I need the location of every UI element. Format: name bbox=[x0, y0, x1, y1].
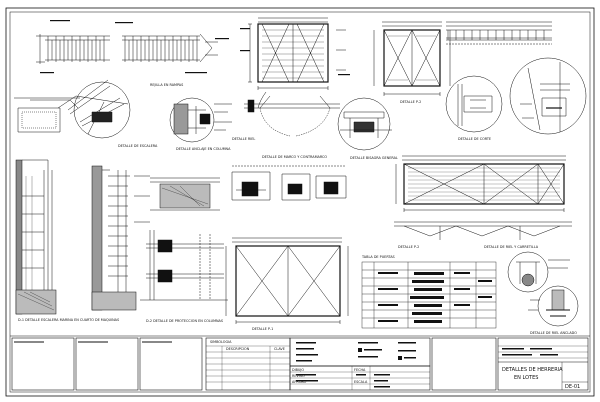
label-door-p1: DETALLE P-1 bbox=[252, 327, 273, 331]
sheet-title-line1: DETALLES DE HERRERIA bbox=[502, 367, 563, 373]
label-rail-cart: DETALLE DE RIEL Y CARRETILLA bbox=[484, 245, 539, 249]
label-door-table: TABLA DE PUERTAS bbox=[361, 255, 395, 259]
plan-rail-detail bbox=[446, 21, 552, 45]
sliding-door-elevation bbox=[248, 17, 346, 90]
railing-elevation bbox=[36, 20, 229, 74]
rail-truss bbox=[394, 221, 572, 240]
label-door-p2: DETALLE P-2 bbox=[400, 100, 421, 104]
tb-aprobo: APROBO bbox=[292, 380, 307, 384]
legend-title: SIMBOLOGIA bbox=[210, 340, 232, 344]
tb-reviso: REVISO bbox=[292, 374, 305, 378]
ladder-detail bbox=[15, 159, 57, 315]
inner-border bbox=[9, 11, 591, 393]
label-p2-small: DETALLE P-2 bbox=[398, 245, 419, 249]
label-rail-detail: DETALLE RIEL bbox=[232, 137, 255, 141]
frame-section-detail bbox=[150, 165, 347, 211]
legend-col-desc: DESCRIPCION bbox=[226, 347, 250, 351]
rail-cart-detail bbox=[507, 251, 579, 327]
title-block bbox=[10, 335, 590, 391]
door-schedule-table bbox=[361, 261, 497, 329]
door-p2-elevation bbox=[373, 21, 451, 96]
label-stair-detail: DETALLE DE ESCALERA bbox=[118, 144, 158, 148]
legend-col-key: CLAVE bbox=[274, 347, 285, 351]
tb-fecha: FECHA bbox=[354, 368, 366, 372]
label-frame-detail: DETALLE DE MARCO Y CONTRAMARCO bbox=[262, 155, 327, 159]
cut-detail bbox=[445, 57, 587, 135]
swing-door-plan bbox=[244, 91, 340, 137]
label-ladder: D-1 DETALLE ESCALERA MARINA EN CUARTO DE… bbox=[18, 318, 119, 322]
label-hinge-detail: DETALLE BISAGRA GENERAL bbox=[350, 156, 398, 160]
label-cut-detail: DETALLE DE CORTE bbox=[458, 137, 491, 141]
label-rail-anchor: DETALLE DE RIEL ANCLADO bbox=[530, 331, 577, 335]
sheet-title-line2: EN LOTES bbox=[514, 375, 538, 381]
tb-escala: ESCALA bbox=[354, 380, 368, 384]
hinge-detail bbox=[337, 97, 392, 151]
column-anchor-detail bbox=[169, 97, 232, 143]
label-protection: D-2 DETALLE DE PROTECCION EN COLUMNAS bbox=[146, 319, 223, 323]
column-protection bbox=[140, 230, 228, 301]
outer-border bbox=[5, 7, 595, 397]
stair-detail bbox=[14, 79, 131, 139]
door-p1-elevation bbox=[225, 237, 349, 324]
sheet-number: DE-01 bbox=[565, 384, 580, 390]
gate-elevation bbox=[395, 155, 566, 212]
label-column-anchor: DETALLE ANCLAJE EN COLUMNA bbox=[176, 147, 231, 151]
tb-dibujo: DIBUJO bbox=[292, 368, 304, 372]
label-railing: REJILLA EN RAMPAS bbox=[150, 83, 183, 87]
ladder-section bbox=[91, 165, 150, 311]
